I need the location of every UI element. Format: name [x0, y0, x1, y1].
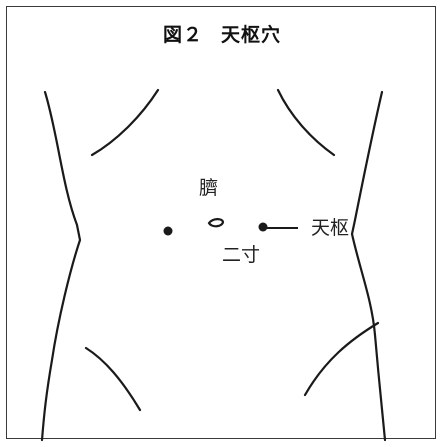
distance-label: 二寸 — [222, 244, 261, 266]
figure-title-text: 天枢穴 — [221, 24, 282, 46]
left-body-contour — [40, 90, 82, 442]
navel-label: 臍 — [199, 177, 219, 199]
right-rib-line — [276, 88, 336, 157]
figure-title: 図２ 天枢穴 — [0, 20, 444, 47]
figure-frame — [6, 6, 436, 439]
left-acupoint-dot — [163, 226, 173, 236]
navel-mark — [207, 218, 225, 228]
right-body-contour — [350, 90, 387, 442]
acupoint-label: 天枢 — [311, 217, 350, 239]
left-hip-line — [84, 346, 142, 412]
left-rib-line — [90, 88, 160, 157]
figure-number: 図２ — [162, 24, 203, 46]
right-hip-line — [303, 321, 380, 397]
